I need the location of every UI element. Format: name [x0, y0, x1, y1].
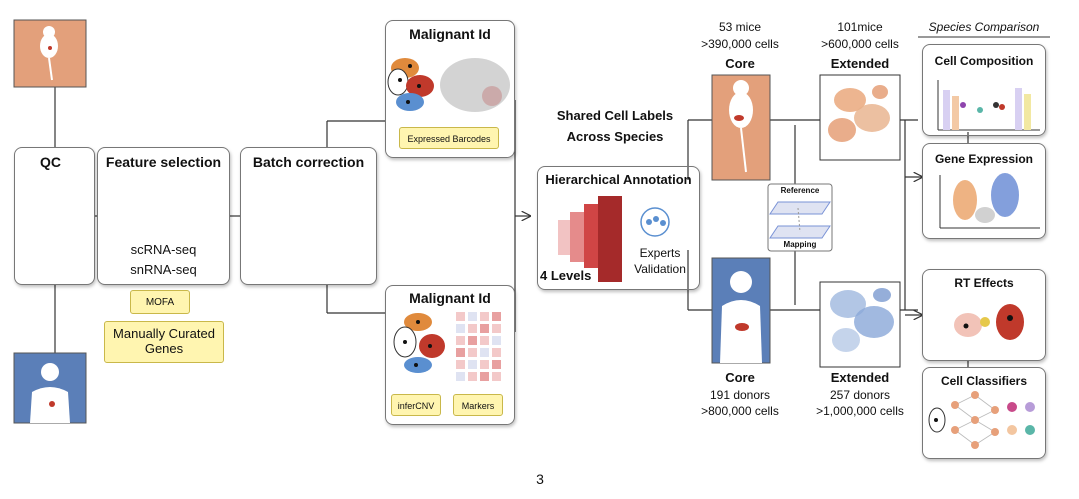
gene-expression-art: [939, 173, 1040, 229]
batch-correction-title: Batch correction: [252, 154, 365, 170]
refmap-reference: Reference: [780, 186, 820, 195]
mice-core-label: Core: [725, 56, 755, 71]
markers-tag: Markers: [453, 394, 503, 416]
mice-core-count2: >390,000 cells: [701, 37, 779, 51]
cell-composition-art: [937, 80, 1040, 131]
human-ext-count2: >1,000,000 cells: [816, 404, 904, 418]
infercnv-tag: inferCNV: [391, 394, 441, 416]
mice-ext-count1: 101mice: [837, 20, 883, 34]
human-core-count2: >800,000 cells: [701, 404, 779, 418]
cell-composition-title: Cell Composition: [934, 54, 1034, 68]
qc-box: [14, 147, 95, 285]
manually-curated-tag: Manually Curated Genes: [104, 321, 224, 363]
experts-label: Experts: [639, 246, 681, 260]
mofa-tag: MOFA: [130, 290, 190, 314]
malignant-bottom-box: [385, 285, 515, 425]
mouse-extended-panel: [819, 74, 901, 161]
human-core-label: Core: [725, 370, 755, 385]
malignant-bottom-art: [393, 312, 501, 381]
shared-labels-line2: Across Species: [566, 129, 664, 144]
gene-expression-title: Gene Expression: [934, 152, 1034, 166]
validation-label: Validation: [634, 262, 686, 276]
manually-curated-line2: Genes: [144, 341, 184, 356]
ref-map-icon: [767, 183, 833, 252]
qc-title: QC: [40, 154, 61, 170]
rt-effects-box: [922, 269, 1046, 361]
human-core-count1: 191 donors: [709, 388, 771, 402]
shared-labels-line1: Shared Cell Labels: [556, 108, 674, 123]
human-ext-label: Extended: [830, 370, 890, 385]
human-core-panel: [711, 257, 771, 364]
feature-selection-title: Feature selection: [105, 154, 222, 170]
hier-levels: 4 Levels: [540, 268, 592, 283]
human-panel: [13, 352, 87, 424]
cell-composition-box: [922, 44, 1046, 136]
expressed-barcodes-tag: Expressed Barcodes: [399, 127, 499, 149]
gene-expression-box: [922, 143, 1046, 239]
cell-classifiers-art: [928, 391, 1035, 449]
feature-selection-box: [97, 147, 230, 285]
mouse-panel: [13, 19, 87, 88]
mice-ext-count2: >600,000 cells: [821, 37, 899, 51]
refmap-mapping: Mapping: [783, 240, 817, 249]
cell-classifiers-box: [922, 367, 1046, 459]
cell-classifiers-title: Cell Classifiers: [940, 374, 1028, 388]
human-ext-count1: 257 donors: [829, 388, 891, 402]
hier-bars: [558, 196, 670, 282]
batch-correction-box: [240, 147, 377, 285]
hierarchical-annotation-box: [537, 166, 700, 290]
snrna-label: snRNA-seq: [130, 262, 197, 277]
page-number: 3: [536, 471, 544, 487]
manually-curated-line1: Manually Curated: [113, 326, 215, 341]
mice-ext-label: Extended: [830, 56, 890, 71]
malignant-top-box: [385, 20, 515, 158]
rt-effects-art: [954, 304, 1024, 340]
mice-core-count1: 53 mice: [718, 20, 762, 34]
scrna-label: scRNA-seq: [130, 242, 197, 257]
malignant-bottom-title: Malignant Id: [409, 290, 491, 306]
mouse-core-panel: [711, 74, 771, 181]
malignant-top-title: Malignant Id: [409, 26, 491, 42]
hier-title: Hierarchical Annotation: [545, 172, 692, 187]
rt-effects-title: RT Effects: [954, 276, 1014, 290]
species-header: Species Comparison: [928, 20, 1040, 34]
malignant-top-art: [387, 58, 510, 112]
human-extended-panel: [819, 281, 901, 368]
